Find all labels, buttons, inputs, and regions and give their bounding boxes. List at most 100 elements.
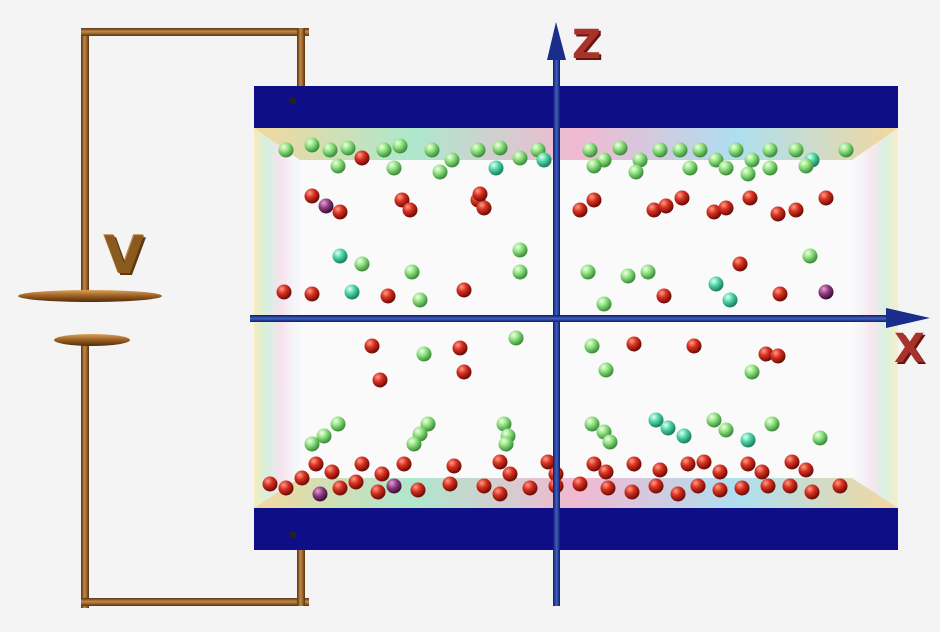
anion-sphere (812, 430, 828, 446)
cation-sphere (712, 482, 728, 498)
cation-sphere (648, 478, 664, 494)
cation-sphere (348, 474, 364, 490)
cation-sphere (410, 482, 426, 498)
cation-sphere (442, 476, 458, 492)
anion-sphere (340, 140, 356, 156)
anion-sphere (620, 268, 636, 284)
cation-sphere (696, 454, 712, 470)
anion-sphere (406, 436, 422, 452)
cation-sphere (658, 198, 674, 214)
cation-sphere (572, 476, 588, 492)
ion-sphere-shadowed (312, 486, 328, 502)
anion-sphere (496, 416, 512, 432)
anion-sphere (330, 416, 346, 432)
anion-sphere (392, 138, 408, 154)
cation-sphere (394, 192, 410, 208)
cation-sphere (686, 338, 702, 354)
ion-cloud (262, 137, 854, 502)
cation-sphere (262, 476, 278, 492)
cation-sphere (818, 190, 834, 206)
anion-sphere (672, 142, 688, 158)
anion-sphere (764, 416, 780, 432)
battery-plate-long (18, 290, 162, 302)
anion-sphere (640, 264, 656, 280)
anion-sphere (536, 152, 552, 168)
anion-sphere (412, 292, 428, 308)
anion-sphere (708, 152, 724, 168)
anion-sphere (492, 140, 508, 156)
cation-sphere (540, 454, 556, 470)
cation-sphere (670, 486, 686, 502)
anion-sphere (722, 292, 738, 308)
cation-sphere (770, 348, 786, 364)
cation-sphere (624, 484, 640, 500)
cation-sphere (276, 284, 292, 300)
cation-sphere (456, 364, 472, 380)
circuit-wire (81, 28, 309, 608)
top-electrode (254, 86, 898, 128)
anion-sphere (498, 436, 514, 452)
cation-sphere (372, 372, 388, 388)
anion-sphere (584, 338, 600, 354)
anion-sphere (354, 256, 370, 272)
anion-sphere (628, 164, 644, 180)
anion-sphere (728, 142, 744, 158)
cation-sphere (732, 256, 748, 272)
anion-sphere (660, 420, 676, 436)
cation-sphere (456, 282, 472, 298)
cation-sphere (332, 480, 348, 496)
anion-sphere (344, 284, 360, 300)
anion-sphere (432, 164, 448, 180)
cation-sphere (304, 188, 320, 204)
anion-sphere (682, 160, 698, 176)
anion-sphere (304, 137, 320, 153)
anion-sphere (718, 422, 734, 438)
anion-sphere (316, 428, 332, 444)
z-axis-line (553, 46, 560, 606)
cation-sphere (742, 190, 758, 206)
cation-sphere (690, 478, 706, 494)
cation-sphere (294, 470, 310, 486)
cation-sphere (740, 456, 756, 472)
cation-sphere (656, 288, 672, 304)
anion-sphere (740, 432, 756, 448)
cation-sphere (452, 340, 468, 356)
cation-sphere (598, 464, 614, 480)
cation-sphere (712, 464, 728, 480)
cation-sphere (472, 186, 488, 202)
cation-sphere (308, 456, 324, 472)
cation-sphere (324, 464, 340, 480)
anion-sphere (582, 142, 598, 158)
cation-sphere (734, 480, 750, 496)
anion-sphere (788, 142, 804, 158)
battery-symbol (18, 290, 162, 346)
anion-sphere (580, 264, 596, 280)
x-axis-arrow-icon (886, 308, 930, 328)
top-contact (290, 98, 296, 104)
anion-sphere (322, 142, 338, 158)
anion-sphere (584, 416, 600, 432)
cation-sphere (804, 484, 820, 500)
cation-sphere (782, 478, 798, 494)
cation-sphere (626, 336, 642, 352)
anion-sphere (598, 362, 614, 378)
anion-sphere (278, 142, 294, 158)
cation-sphere (600, 480, 616, 496)
cation-sphere (718, 200, 734, 216)
cation-sphere (758, 346, 774, 362)
cation-sphere (832, 478, 848, 494)
battery-plate-short (54, 334, 130, 346)
anion-sphere (444, 152, 460, 168)
cation-sphere (402, 202, 418, 218)
z-axis-arrow-icon (547, 22, 566, 60)
cation-sphere (674, 190, 690, 206)
anion-sphere (676, 428, 692, 444)
cation-sphere (304, 286, 320, 302)
anion-sphere (512, 264, 528, 280)
anion-sphere (512, 242, 528, 258)
cation-sphere (772, 286, 788, 302)
anion-sphere (424, 142, 440, 158)
anion-sphere (612, 140, 628, 156)
